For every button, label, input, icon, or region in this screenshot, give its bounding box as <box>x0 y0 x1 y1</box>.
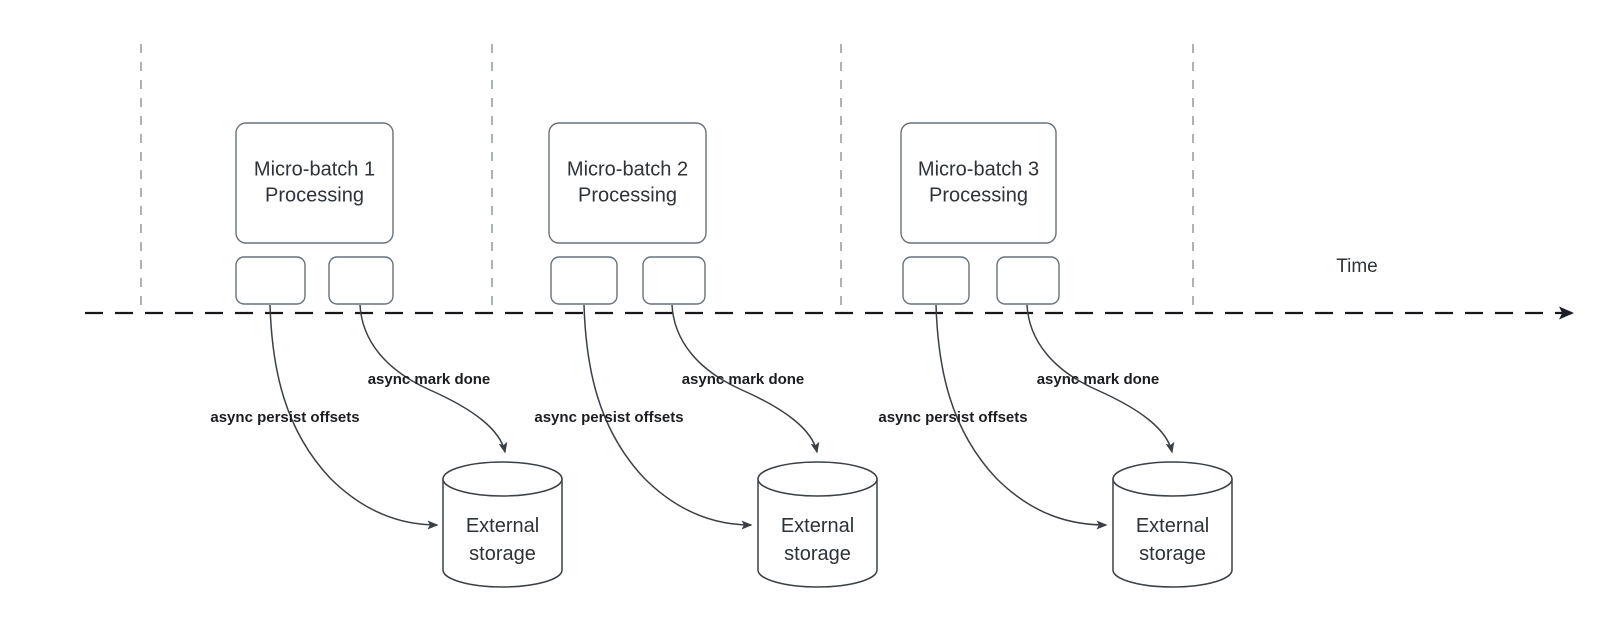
async-mark-done-edge <box>359 304 508 454</box>
async-persist-offsets-label: async persist offsets <box>210 409 359 426</box>
micro-batch-box-label-line2: Processing <box>578 184 677 206</box>
external-storage-cylinder-top[interactable] <box>1112 461 1233 497</box>
persist-offsets-task-box[interactable] <box>235 256 306 305</box>
external-storage-label-line1: External <box>466 515 539 537</box>
external-storage-label-line2: storage <box>469 543 536 565</box>
micro-batch-processing-box[interactable] <box>235 122 394 244</box>
async-mark-done-edge <box>671 304 820 454</box>
micro-batch-box-label-line2: Processing <box>265 184 364 206</box>
async-persist-offsets-label: async persist offsets <box>534 409 683 426</box>
micro-batch-processing-box[interactable] <box>900 122 1057 244</box>
external-storage-cylinder-top[interactable] <box>757 461 878 497</box>
persist-offsets-task-box[interactable] <box>902 256 970 305</box>
async-mark-done-label: async mark done <box>368 371 491 388</box>
async-mark-done-edge <box>1026 304 1175 454</box>
external-storage-label-line1: External <box>781 515 854 537</box>
async-persist-offsets-edge <box>935 304 1108 530</box>
external-storage-label-line2: storage <box>1139 543 1206 565</box>
external-storage-cylinder-body <box>442 478 563 588</box>
micro-batch-processing-box[interactable] <box>548 122 707 244</box>
mark-done-task-box[interactable] <box>996 256 1060 305</box>
async-persist-offsets-label: async persist offsets <box>878 409 1027 426</box>
external-storage-cylinder-top[interactable] <box>442 461 563 497</box>
micro-batch-box-label-line1: Micro-batch 3 <box>918 158 1039 180</box>
async-mark-done-label: async mark done <box>1037 371 1160 388</box>
persist-offsets-task-box[interactable] <box>550 256 618 305</box>
mark-done-task-box[interactable] <box>328 256 394 305</box>
micro-batch-box-label-line1: Micro-batch 2 <box>567 158 688 180</box>
mark-done-task-box[interactable] <box>642 256 706 305</box>
micro-batch-box-label-line1: Micro-batch 1 <box>254 158 375 180</box>
batch-boundary-separators <box>140 44 1194 313</box>
async-persist-offsets-edge <box>583 304 753 530</box>
external-storage-label-line1: External <box>1136 515 1209 537</box>
external-storage-cylinder-body <box>1112 478 1233 588</box>
external-storage-cylinder-body <box>757 478 878 588</box>
async-persist-offsets-edge <box>269 304 439 530</box>
async-mark-done-label: async mark done <box>682 371 805 388</box>
external-storage-label-line2: storage <box>784 543 851 565</box>
time-axis-label: Time <box>1336 256 1378 277</box>
micro-batch-box-label-line2: Processing <box>929 184 1028 206</box>
